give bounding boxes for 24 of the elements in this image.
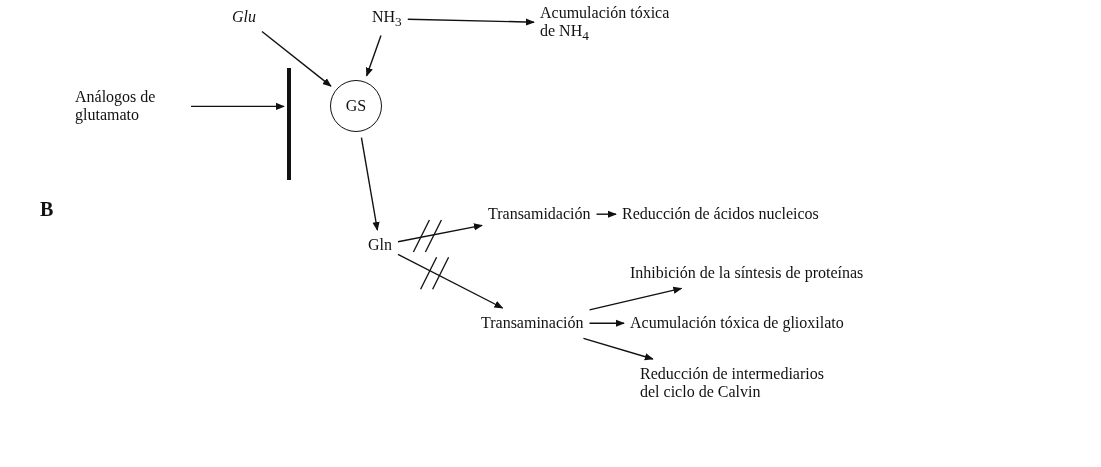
process-label: Transaminación [481, 314, 584, 333]
arrow [190, 102, 285, 110]
arrow [582, 337, 654, 361]
arrow [397, 223, 483, 243]
arrow [366, 34, 382, 77]
effect-label: Acumulación tóxica de NH$_{4}$ [540, 4, 680, 44]
effect-label: Reducción de ácidos nucleicos [622, 205, 819, 224]
process-label: Transamidación [488, 205, 591, 224]
compound-label: NH$_{3}$ [372, 8, 402, 30]
effect-label: Reducción de intermediarios del ciclo de Calvin [640, 365, 830, 402]
arrow [407, 18, 535, 26]
arrow [588, 319, 625, 327]
arrow [360, 136, 380, 231]
compound-label: Glu [232, 8, 256, 27]
arrow [595, 210, 617, 218]
inhibitor-label: Análogos de glutamato [75, 88, 185, 125]
panel-letter: B [40, 198, 54, 221]
arrow [261, 30, 332, 87]
compound-label: Gln [368, 236, 392, 255]
inhibition-bar [287, 68, 291, 180]
arrow [588, 286, 683, 311]
arrow [397, 253, 504, 309]
effect-label: Acumulación tóxica de glioxilato [630, 314, 844, 333]
effect-label: Inhibición de la síntesis de proteínas [630, 264, 864, 283]
